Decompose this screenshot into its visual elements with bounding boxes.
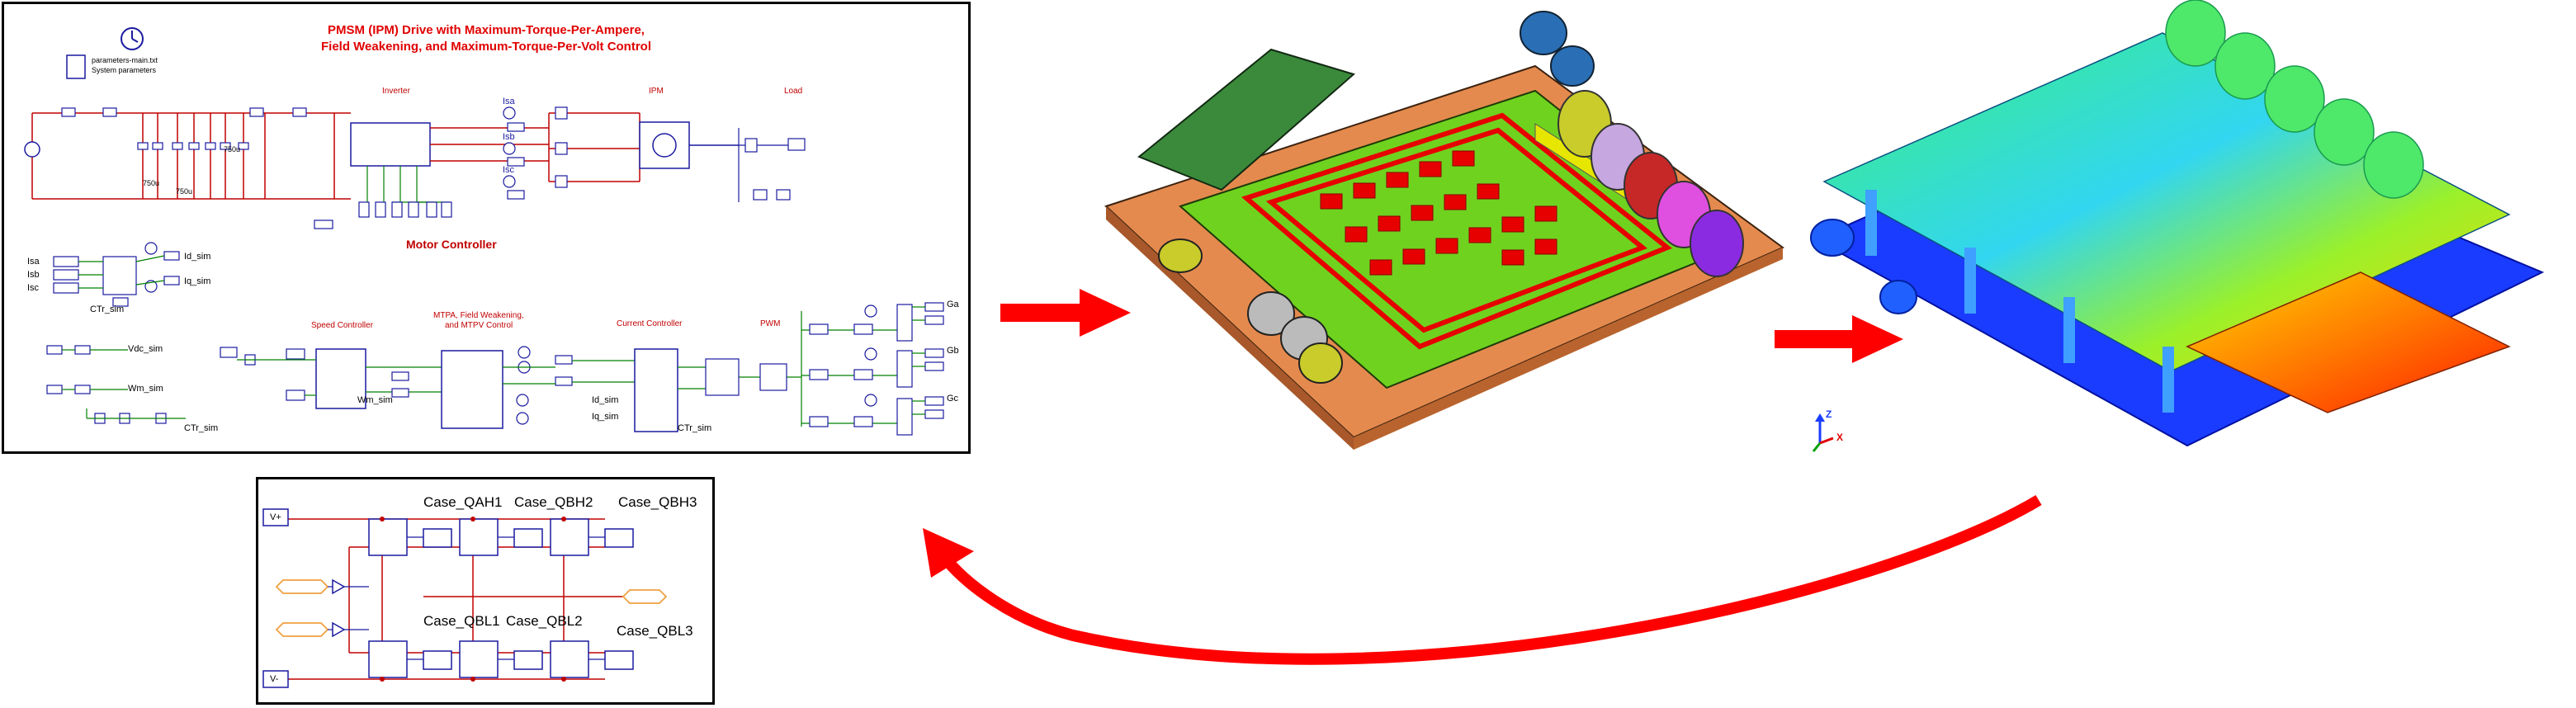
pcb-3d-cad-model [1073,0,1799,450]
mtpa-block [441,350,503,429]
cap3-label: 750u [224,145,241,153]
iq-sim-label-2: Iq_sim [592,412,619,422]
speed-controller-label: Speed Controller [311,321,374,330]
motor-icon [652,133,677,158]
vplus-port: V+ [270,512,281,522]
arrow-thermal-to-switches [936,494,2042,665]
thermal-simulation-model [1799,0,2576,450]
gb-label: Gb [947,346,959,356]
wm-sim-label-2: Wm_sim [357,395,393,405]
schematic-title-line1: PMSM (IPM) Drive with Maximum-Torque-Per… [328,23,645,37]
pwm-label: PWM [760,319,781,328]
cap1-label: 750u [143,179,160,187]
case-qbh3-label: Case_QBH3 [618,494,697,510]
ga-label: Ga [947,300,959,309]
schematic-title-line2: Field Weakening, and Maximum-Torque-Per-… [320,40,652,54]
dc-source-icon [24,141,40,158]
isc-input-label: Isc [27,283,40,293]
wm-sim-label-1: Wm_sim [128,384,163,394]
isb-input-label: Isb [27,270,40,280]
isc-probe-label: Isc [503,165,515,175]
speed-controller-block [315,348,366,409]
current-controller-block [634,348,678,432]
load-label: Load [784,87,803,96]
axis-z-label: Z [1826,408,1832,420]
case-qbl2-label: Case_QBL2 [506,613,583,629]
arrow-cad-to-thermal [1775,330,1857,348]
current-controller-label: Current Controller [617,319,683,328]
inverter-label: Inverter [382,87,410,96]
system-parameters-label: System parameters [92,66,157,74]
gc-label: Gc [947,394,959,404]
parameter-file-icon [66,54,86,79]
ctr-sim-label-3: CTr_sim [678,423,712,433]
mtpa-label-line2: and MTPV Control [445,321,513,330]
ipm-label: IPM [649,87,664,96]
ctr-sim-label-2: CTr_sim [184,423,219,433]
pmsm-drive-schematic: PMSM (IPM) Drive with Maximum-Torque-Per… [2,2,971,454]
schematic-drawing [24,27,944,436]
case-qbh2-label: Case_QBH2 [514,494,593,510]
case-qbl1-label: Case_QBL1 [423,613,500,629]
case-qah1-label: Case_QAH1 [423,494,503,510]
isa-probe-label: Isa [503,97,515,106]
case-qbl3-label: Case_QBL3 [617,623,693,639]
ctr-sim-label-1: CTr_sim [90,304,125,314]
clock-icon [121,27,144,50]
inverter-block [350,122,431,167]
isa-input-label: Isa [27,257,40,267]
axis-x-label: X [1836,432,1844,443]
parameters-file-label: parameters-main.txt [92,56,158,64]
motor-controller-title: Motor Controller [406,238,497,251]
mtpa-label-line1: MTPA, Field Weakening, [433,311,524,320]
iq-sim-label: Iq_sim [184,276,211,286]
vminus-port: V- [270,674,279,684]
switch-case-schematic: V+ V- Case_QAH1 Case_QBH2 Case_QBH3 Case… [256,477,715,705]
arrow-schematic-to-cad [1000,304,1083,322]
isb-probe-label: Isb [503,132,515,142]
id-sim-label-2: Id_sim [592,395,619,405]
vdc-sim-label: Vdc_sim [128,344,163,354]
id-sim-label: Id_sim [184,252,211,262]
cap2-label: 750u [176,187,193,196]
axis-triad: Z X [1795,408,1845,454]
